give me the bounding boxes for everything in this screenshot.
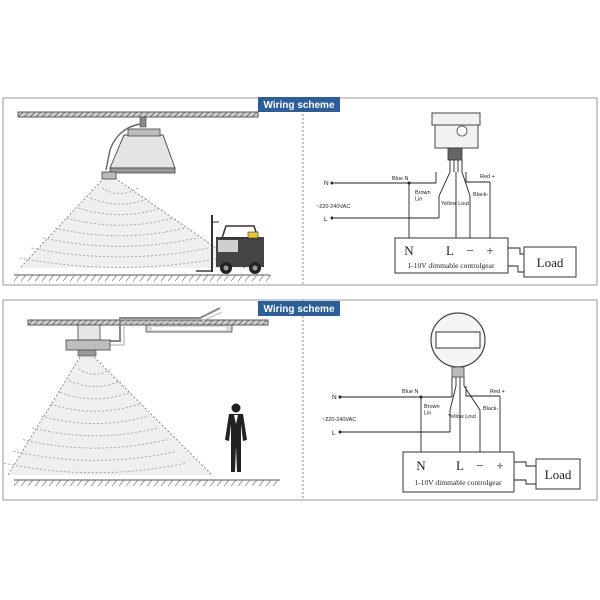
load-box-top: Load bbox=[523, 246, 577, 278]
forklift-icon bbox=[196, 215, 264, 274]
term-l-2: L bbox=[456, 458, 464, 473]
controlgear-box-top: N L − + 1-10V dimmable controlgear bbox=[394, 237, 509, 274]
sensor-box-icon bbox=[431, 112, 481, 172]
badge-text: Wiring scheme bbox=[263, 100, 334, 111]
ceiling-top bbox=[17, 111, 259, 118]
person-icon bbox=[225, 403, 247, 472]
panel-bottom-frame bbox=[2, 299, 598, 501]
label-l-2: L bbox=[332, 430, 336, 437]
label-l: L bbox=[324, 216, 328, 223]
wiring-bottom bbox=[340, 385, 536, 485]
label-yellow-lout: Yellow Lout bbox=[441, 201, 469, 207]
label-black: Black- bbox=[473, 192, 488, 198]
term-minus: − bbox=[466, 243, 473, 258]
wiring-scheme-badge: Wiring scheme bbox=[258, 97, 340, 112]
term-plus-2: + bbox=[496, 458, 503, 473]
term-l: L bbox=[446, 243, 454, 258]
badge-text-2: Wiring scheme bbox=[263, 304, 334, 315]
term-n: N bbox=[404, 243, 414, 258]
high-bay-lamp-icon bbox=[105, 116, 176, 174]
load-label: Load bbox=[537, 255, 564, 270]
controlgear-box-bottom: N L − + 1-10V dimmable controlgear bbox=[402, 451, 515, 493]
wiring-scheme-badge-2: Wiring scheme bbox=[258, 301, 340, 316]
panel-bottom: Wiring scheme bbox=[2, 299, 598, 501]
ceiling-sensor-icon bbox=[101, 171, 117, 180]
term-n-2: N bbox=[416, 458, 426, 473]
wiring-top bbox=[334, 171, 524, 273]
label-voltage-2: ~220-240VAC bbox=[322, 417, 356, 423]
beam-top bbox=[19, 177, 246, 269]
label-voltage: ~220-240VAC bbox=[316, 204, 350, 210]
label-blue-n-2: Blue N bbox=[402, 389, 419, 395]
label-red: Red + bbox=[480, 174, 495, 180]
label-blue-n: Blue N bbox=[392, 176, 409, 182]
label-black-2: Black- bbox=[483, 406, 498, 412]
controlgear-label-2: 1-10V dimmable controlgear bbox=[415, 478, 502, 487]
label-n: N bbox=[324, 180, 329, 187]
controlgear-label: 1-10V dimmable controlgear bbox=[408, 261, 495, 270]
beam-bottom bbox=[4, 356, 213, 476]
term-plus: + bbox=[486, 243, 493, 258]
label-red-2: Red + bbox=[490, 389, 505, 395]
panel-top: Wiring scheme bbox=[2, 97, 598, 286]
load-label-2: Load bbox=[545, 467, 572, 482]
label-yellow-lout-2: Yellow Lout bbox=[448, 414, 476, 420]
term-minus-2: − bbox=[476, 458, 483, 473]
round-sensor-icon bbox=[430, 312, 486, 386]
tube-light-icon bbox=[95, 307, 233, 346]
load-box-bottom: Load bbox=[535, 458, 581, 490]
ceiling-sensor-icon-2 bbox=[65, 324, 111, 357]
label-n-2: N bbox=[332, 394, 337, 401]
